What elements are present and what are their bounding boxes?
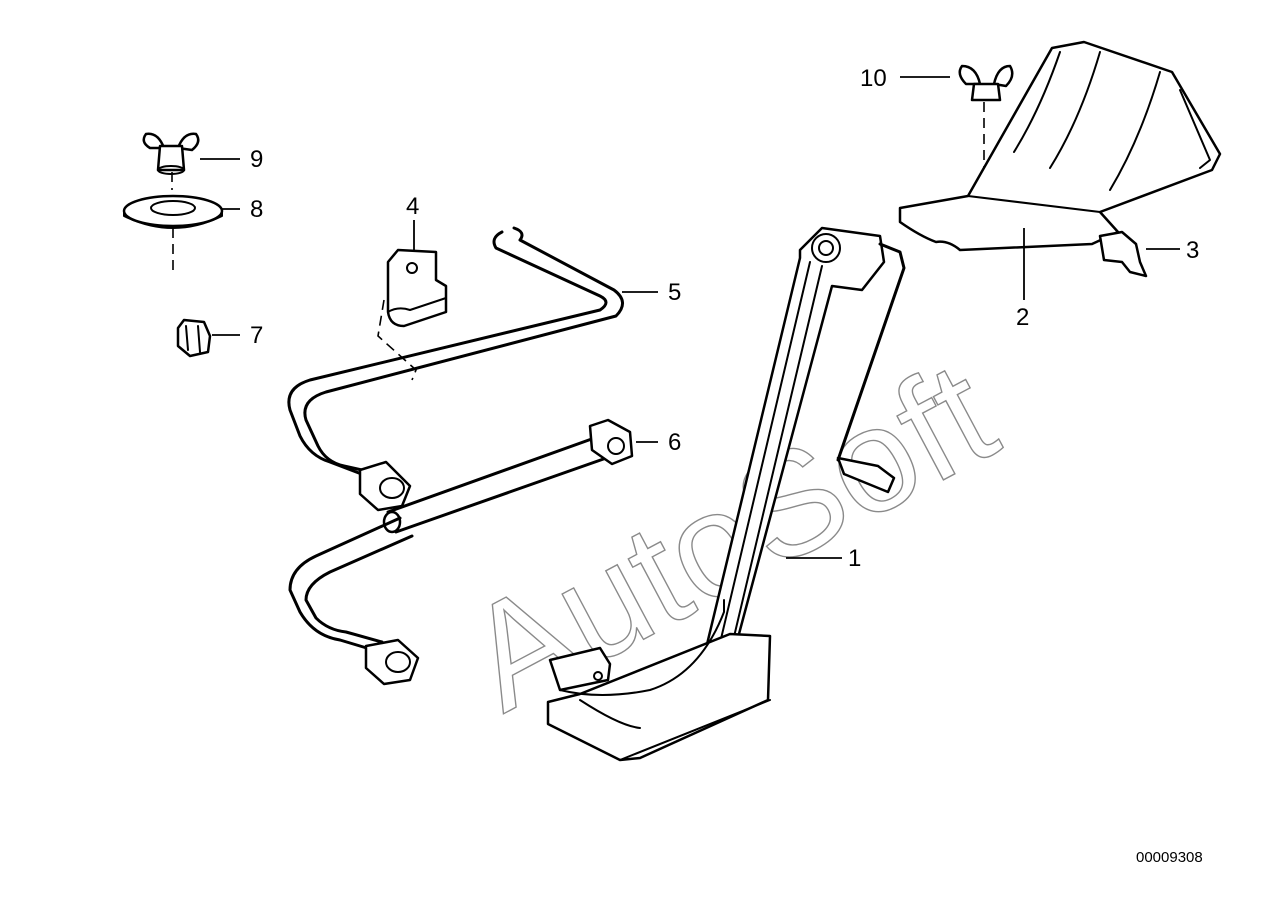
callout-2: 2 bbox=[1016, 304, 1029, 331]
part-1-jack bbox=[546, 226, 906, 762]
part-8-washer bbox=[122, 194, 224, 229]
part-6-extension-bar bbox=[382, 418, 634, 534]
part-9-wing-nut bbox=[142, 132, 200, 175]
part-2-holder-tray bbox=[898, 40, 1222, 252]
callout-9: 9 bbox=[250, 146, 263, 173]
callout-3: 3 bbox=[1186, 237, 1199, 264]
callout-8: 8 bbox=[250, 196, 263, 223]
part-7-clip-nut bbox=[176, 318, 212, 358]
callout-6: 6 bbox=[668, 429, 681, 456]
callout-10: 10 bbox=[860, 65, 887, 92]
diagram-reference-number: 00009308 bbox=[1136, 849, 1203, 866]
callout-5: 5 bbox=[668, 279, 681, 306]
part-10-wing-nut bbox=[958, 64, 1014, 102]
lower-wrench-rod bbox=[288, 516, 420, 686]
part-4-bracket bbox=[386, 248, 448, 328]
callout-7: 7 bbox=[250, 322, 263, 349]
callout-1: 1 bbox=[848, 545, 861, 572]
part-4-mount-line bbox=[377, 299, 417, 381]
part-3-clip bbox=[1098, 230, 1148, 278]
part-5-wheel-wrench bbox=[287, 226, 624, 512]
callout-4: 4 bbox=[406, 193, 419, 220]
